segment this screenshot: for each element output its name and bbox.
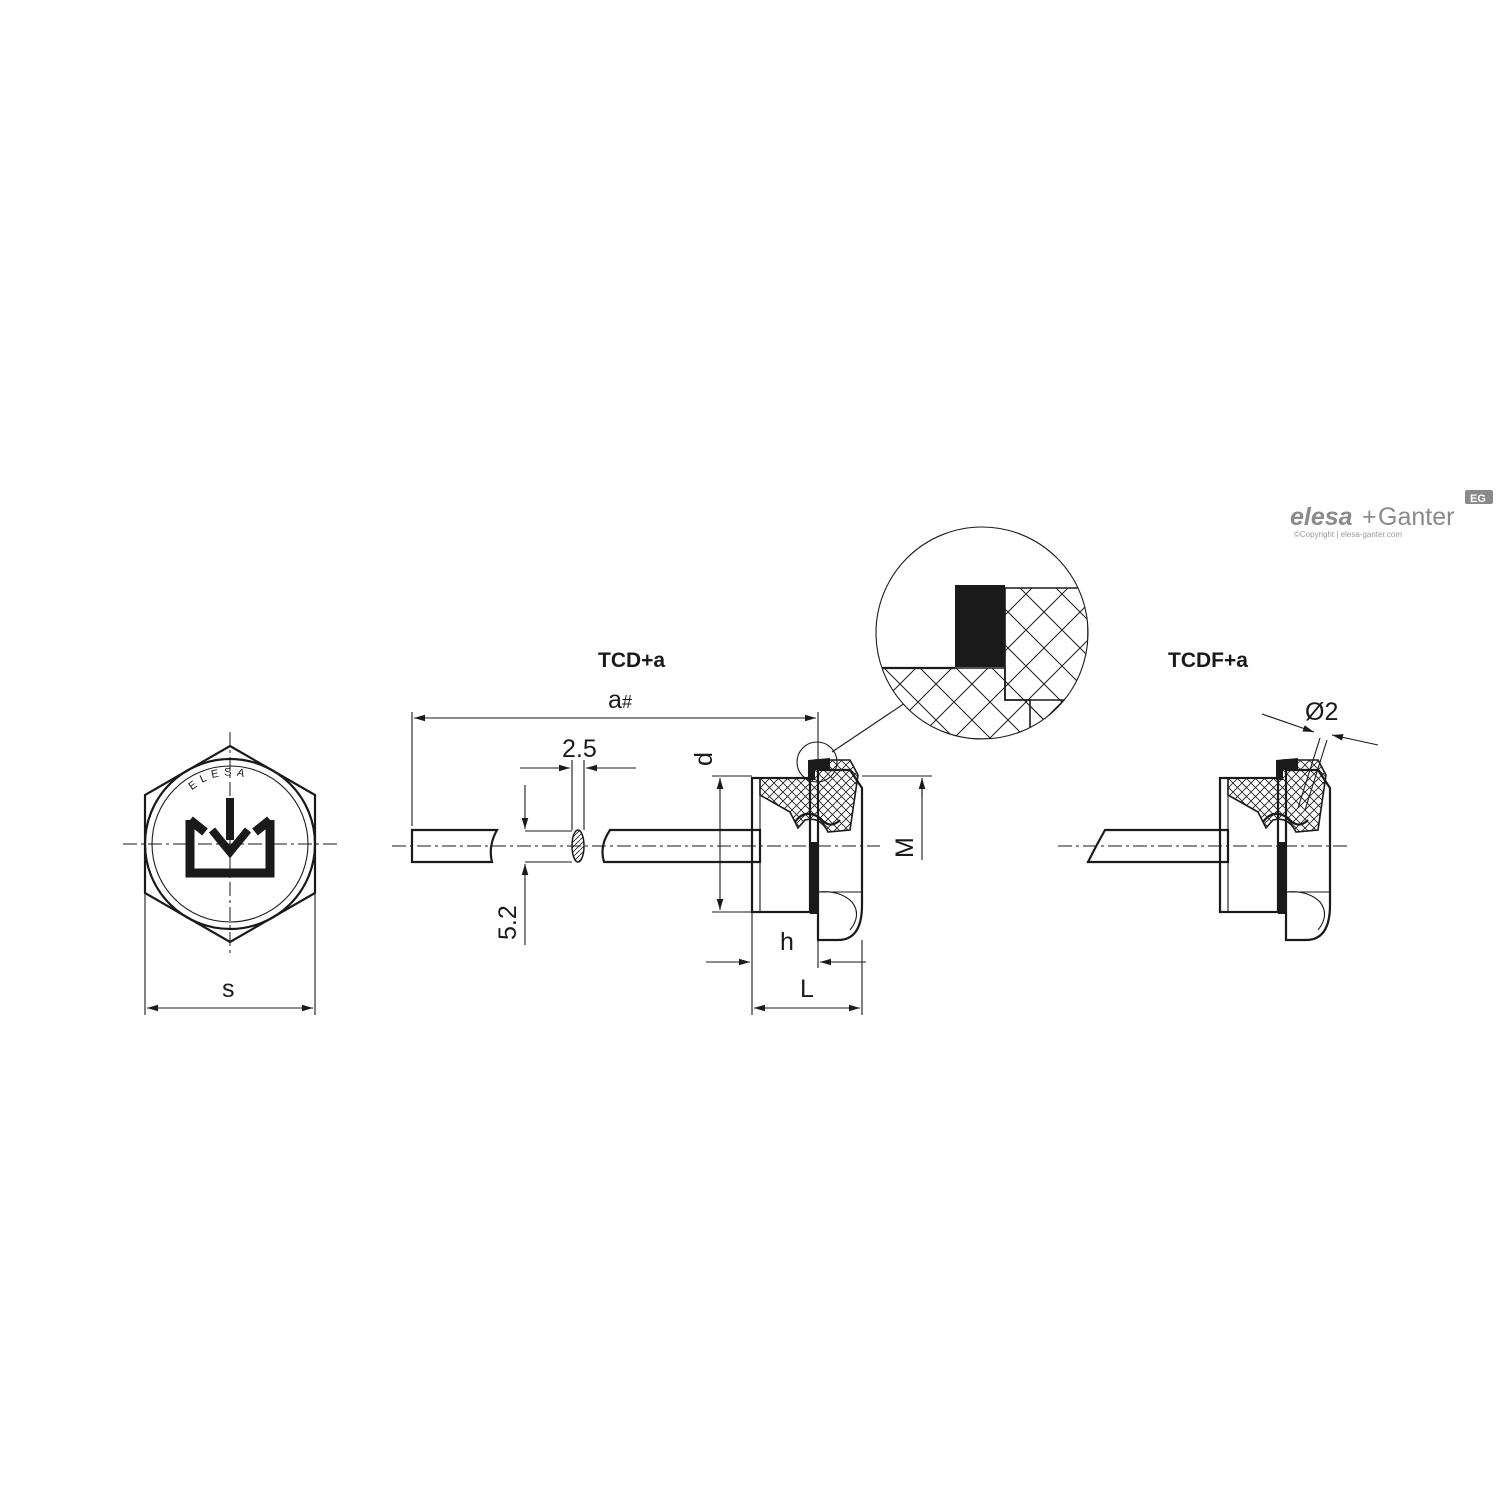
tcdf-vent-line-1: [1297, 737, 1321, 809]
a-dimension-label: a: [608, 686, 622, 714]
detail-leader: [831, 702, 906, 753]
tcdf-hex-head: [1284, 768, 1332, 942]
logo-plus-text: +: [1362, 503, 1377, 531]
tcd-title: TCD+a: [598, 649, 665, 672]
tcdf-title: TCDF+a: [1168, 649, 1248, 672]
detail-marker-circle: [796, 741, 838, 783]
l-dimension-label: L: [800, 975, 814, 1003]
detail-circle-outline: [875, 526, 1089, 740]
tcd-rod-end: [410, 828, 499, 864]
h-dimension-label: h: [780, 928, 794, 956]
tcd-hex-head: [816, 768, 864, 942]
a-dimension-mark: #: [622, 692, 632, 712]
s-dimension-label: s: [222, 975, 235, 1003]
detail-black-seal: [955, 585, 1005, 667]
logo-badge: [1465, 490, 1493, 504]
cap-elesa-text: ELESA: [186, 766, 250, 792]
tcdf-hook: [1262, 812, 1309, 826]
tcd-hook: [794, 812, 841, 826]
tcd-side-view: TCD+a a #: [392, 649, 932, 1015]
tcd-hatched-cap: [759, 759, 859, 833]
m-dimension-label: M: [891, 837, 919, 858]
d-dimension-label: d: [690, 752, 718, 766]
dia2-arrow-right: [1331, 734, 1379, 746]
dia2-dimension-label: Ø2: [1305, 698, 1338, 726]
w25-dimension-label: 2.5: [562, 735, 597, 763]
tcd-seal: [808, 758, 830, 780]
tcdf-seal: [1276, 758, 1298, 780]
logo-copyright-text: ©Copyright | elesa-ganter.com: [1294, 530, 1402, 539]
h52-dimension-label: 5.2: [494, 905, 522, 940]
tcdf-head-arc: [1285, 891, 1326, 931]
tcdf-rod: [1086, 828, 1230, 864]
tcd-head-arc: [817, 891, 858, 931]
front-view-hex: ELESA s: [123, 732, 337, 1015]
oil-fill-symbol-icon: [185, 798, 275, 878]
tcd-gasket: [810, 842, 818, 914]
rod-cross-section: [571, 829, 585, 863]
logo-badge-text: EG: [1470, 493, 1486, 505]
tcdf-hatched-cap: [1227, 759, 1327, 833]
logo-ganter-text: Ganter: [1378, 503, 1454, 531]
tcd-rod-main: [601, 828, 762, 864]
tcdf-side-view: TCDF+a Ø2: [1058, 649, 1379, 942]
logo-elesa-text: elesa: [1290, 503, 1353, 531]
dia2-arrow-left: [1261, 713, 1315, 733]
tcdf-gasket: [1278, 842, 1286, 914]
detail-view: [875, 526, 1089, 740]
tcdf-vent-line-2: [1304, 739, 1328, 811]
elesa-ganter-logo: elesa + Ganter EG ©Copyright | elesa-gan…: [1290, 490, 1493, 539]
